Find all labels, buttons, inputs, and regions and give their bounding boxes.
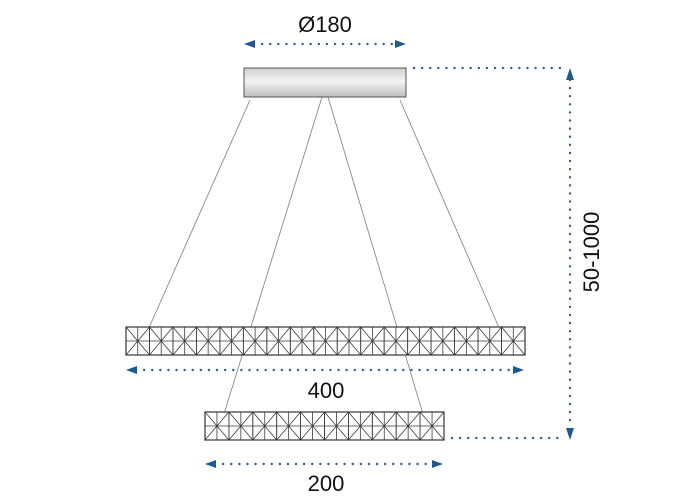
wire-inner-left [223, 96, 323, 415]
crystal-cell [347, 411, 373, 441]
arrowhead-right-icon [395, 40, 406, 48]
crystal-cell [324, 411, 349, 441]
small-ring-crystals [204, 411, 445, 441]
crystal-cell [196, 326, 221, 356]
crystal-cell [266, 326, 291, 356]
crystal-cell [289, 326, 315, 356]
crystal-cell [219, 326, 244, 356]
crystal-cell [204, 411, 230, 441]
canopy-diameter-label: Ø180 [298, 12, 352, 37]
wire-outer-left [147, 99, 251, 331]
large-ring-crystals [125, 326, 526, 356]
crystal-cell [242, 326, 268, 356]
crystal-cell [395, 411, 421, 441]
wire-inner-right [327, 96, 424, 415]
crystal-cell [477, 326, 502, 356]
small-crystal-ring [204, 411, 445, 441]
crystal-cell [407, 326, 432, 356]
canopy-diameter-dimension: Ø180 [244, 12, 406, 48]
height-range-label: 50-1000 [579, 212, 604, 293]
large-crystal-ring [125, 326, 526, 356]
crystal-cell [454, 326, 479, 356]
large-ring-width-dimension: 400 [126, 366, 524, 403]
crystal-cell [430, 326, 455, 356]
crystal-cell [300, 411, 325, 441]
ceiling-canopy [243, 67, 407, 98]
crystal-cell [419, 411, 445, 441]
small-ring-width-dimension: 200 [205, 460, 443, 496]
arrowhead-left-icon [244, 40, 255, 48]
crystal-cell [149, 326, 174, 356]
crystal-cell [360, 326, 385, 356]
arrowhead-left-icon [126, 366, 137, 374]
large-ring-width-label: 400 [308, 378, 345, 403]
crystal-cell [313, 326, 338, 356]
crystal-cell [336, 326, 362, 356]
crystal-cell [371, 411, 397, 441]
crystal-cell [125, 326, 150, 356]
small-ring-width-label: 200 [308, 471, 345, 496]
arrowhead-up-icon [566, 68, 574, 80]
wire-outer-right [399, 99, 501, 331]
arrowhead-right-icon [432, 460, 443, 468]
arrowhead-left-icon [205, 460, 216, 468]
crystal-cell [172, 326, 197, 356]
crystal-cell [501, 326, 526, 356]
crystal-cell [276, 411, 302, 441]
arrowhead-down-icon [566, 428, 574, 440]
suspension-wires [147, 96, 501, 415]
crystal-cell [228, 411, 254, 441]
height-dimension: 50-1000 [412, 66, 604, 440]
arrowhead-right-icon [513, 366, 524, 374]
crystal-cell [383, 326, 409, 356]
crystal-cell [252, 411, 278, 441]
